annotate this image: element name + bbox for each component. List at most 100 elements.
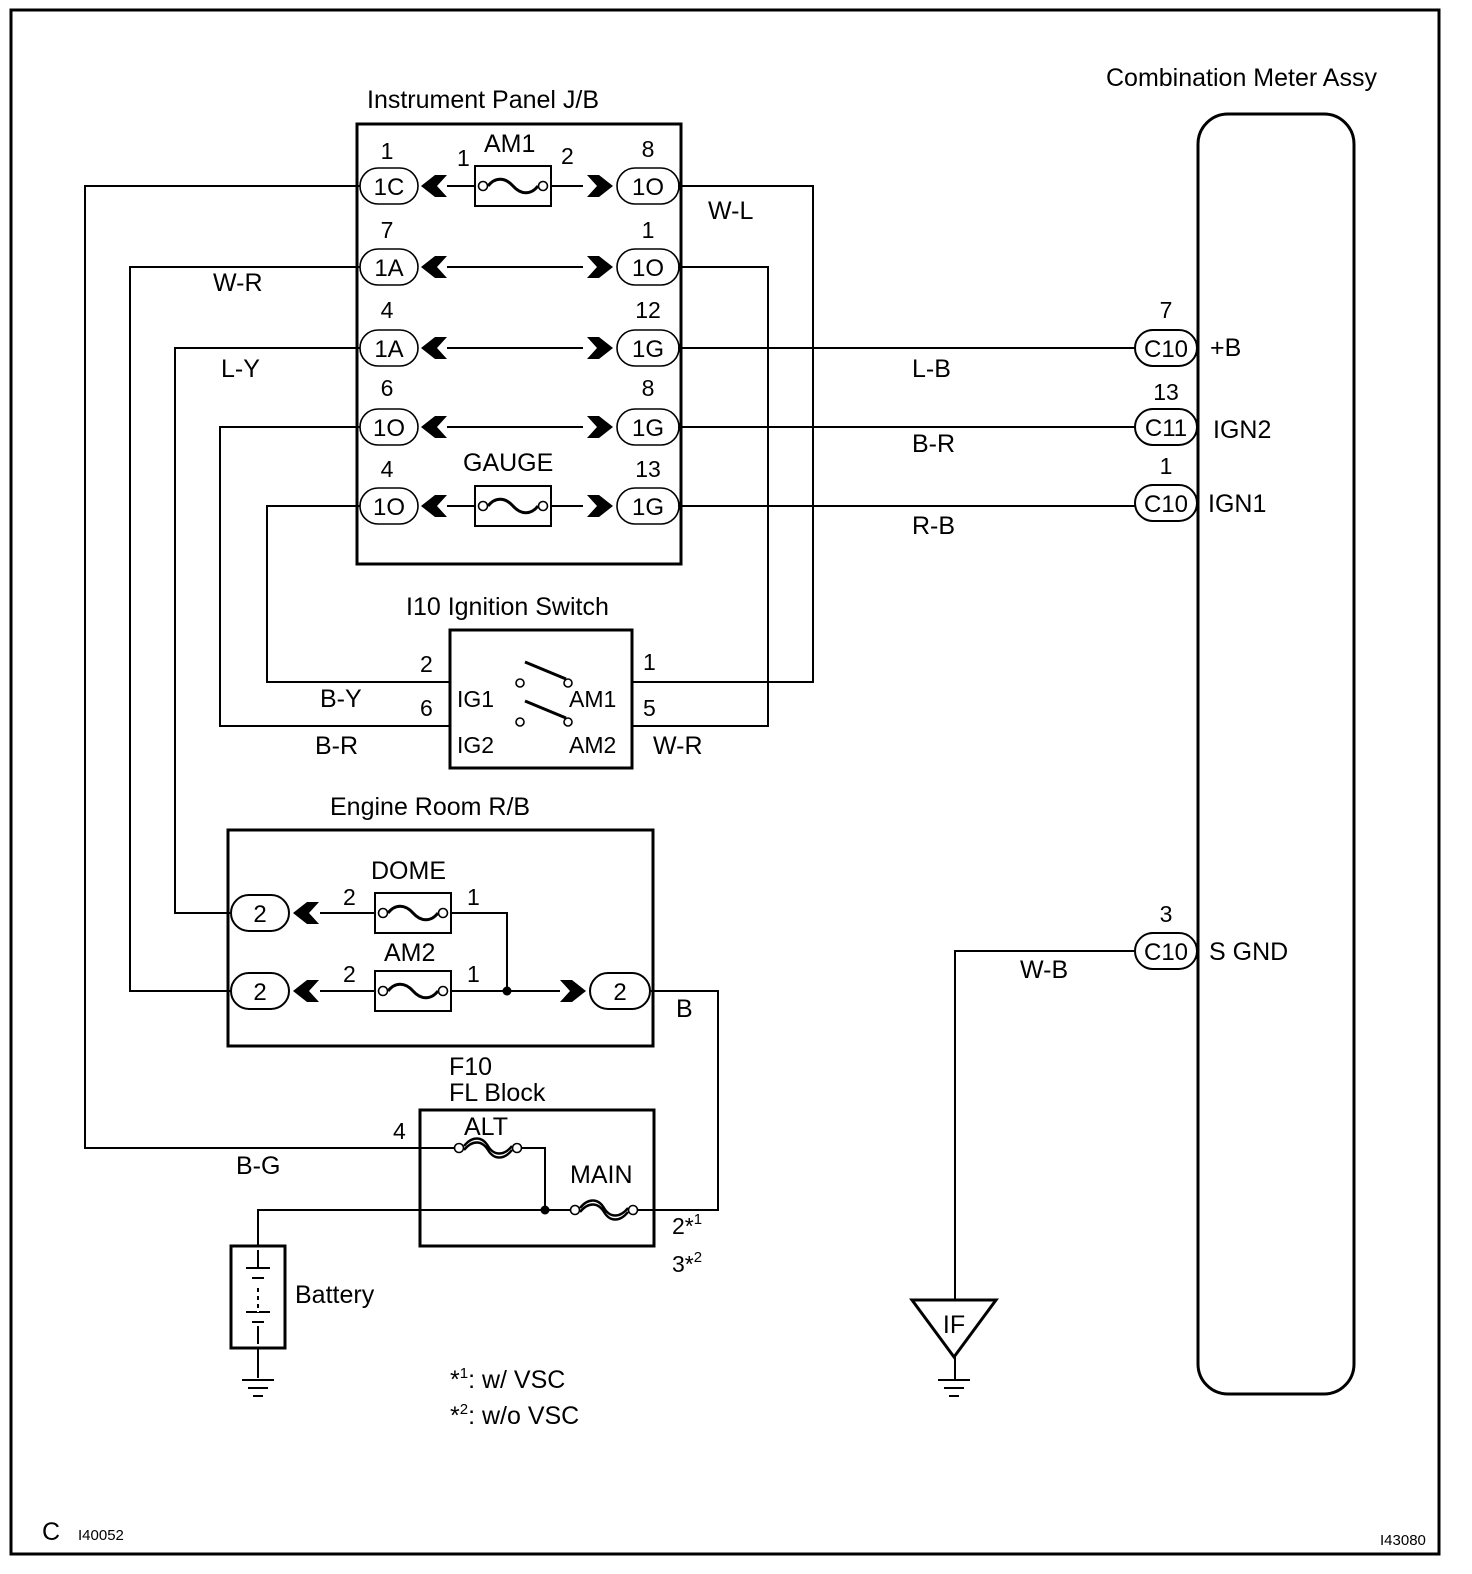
jb-left-pin-1: 1 [381,138,394,164]
meter-title: Combination Meter Assy [1106,64,1377,92]
er-conn-1: 2 [253,901,266,928]
footer-letter: C [42,1518,60,1546]
wire-l-b: L-B [912,355,951,383]
ignition-switch: I10 Ignition Switch 2 6 1 5 IG1 IG2 AM1 … [406,593,656,770]
jb-left-connectors: 1C 1A 1A 1O 1O 1 7 4 6 4 [359,138,419,525]
fuse-main-icon [569,1199,639,1221]
fuse-main-label: MAIN [570,1161,633,1189]
if-ground-icon [938,1379,970,1397]
meter-conn-3: C10 [1144,491,1188,518]
jb-right-pin-2: 1 [642,217,655,243]
jb-right-pin-4: 8 [642,375,655,401]
meter-terminal: C10 3 S GND [1134,901,1288,970]
footnotes: *1: w/ VSC *2: w/o VSC [450,1365,579,1430]
fuse-am2-icon [373,969,453,1013]
wire-w-r-sw: W-R [653,732,703,760]
meter-term-name-1: +B [1210,334,1241,362]
fuse-alt-icon [453,1137,523,1159]
fuse-dome-icon [373,891,453,935]
combination-meter: Combination Meter Assy C10 7 +B C11 13 I… [1106,64,1377,1396]
wire-color-labels: W-L W-R L-Y L-B B-R R-B B-Y B-R W-R B B-… [213,197,1068,1180]
note-2: *2: w/o VSC [450,1401,579,1430]
dome-pin-out: 1 [467,884,480,910]
sw-term-ig1: IG1 [457,686,494,712]
engine-room-rb: Engine Room R/B 2 2 2 DOME AM2 2 1 2 1 [226,793,655,1048]
fl-block-name: FL Block [449,1079,546,1107]
fuse-gauge-icon [473,484,553,528]
wire-w-l: W-L [708,197,753,225]
wire-w-r-top: W-R [213,269,263,297]
fuse-alt-label: ALT [464,1113,508,1141]
wire-r-b: R-B [912,512,955,540]
fuse-am1-label: AM1 [484,130,535,158]
sw-term-am2: AM2 [569,732,616,758]
wire-l-y: L-Y [221,355,260,383]
sw-term-am1: AM1 [569,686,616,712]
fuse-am2-label: AM2 [384,939,435,967]
jb-right-connectors: 1O 1O 1G 1G 1G 8 1 12 8 13 [616,136,680,525]
ground-point-if: IF [909,1298,999,1397]
ground-point-label: IF [943,1311,965,1339]
jb-right-conn-1: 1O [632,174,664,201]
jb-left-conn-3: 1A [374,336,403,363]
footer: C I40052 I43080 [42,1518,1426,1549]
jb-right-pin-5: 13 [635,456,661,482]
wires [84,185,1135,1380]
jb-right-pin-1: 8 [642,136,655,162]
er-conn-2: 2 [253,979,266,1006]
fuse-am1-icon [473,164,553,208]
footer-code-right: I43080 [1380,1532,1426,1549]
meter-conn-4: C10 [1144,939,1188,966]
meter-terminal: C11 13 IGN2 [1134,379,1271,446]
alt-pin: 4 [393,1118,406,1144]
meter-terminal: C10 1 IGN1 [1134,453,1266,522]
sw-pin-5: 5 [643,695,656,721]
fl-block-code: F10 [449,1053,492,1081]
meter-conn-1: C10 [1144,336,1188,363]
meter-term-name-4: S GND [1209,938,1288,966]
engine-room-rb-title: Engine Room R/B [330,793,530,821]
jb-right-pin-3: 12 [635,297,661,323]
jb-right-conn-3: 1G [632,336,664,363]
meter-term-name-2: IGN2 [1213,416,1271,444]
sw-pin-1: 1 [643,649,656,675]
jb-right-conn-5: 1G [632,494,664,521]
fl-block: F10 FL Block ALT MAIN 4 2*1 3*2 [393,1053,702,1277]
main-pin-a: 2*1 [672,1211,702,1239]
footer-code-left: I40052 [78,1527,124,1544]
dome-pin-in: 2 [343,884,356,910]
jb-left-pin-4: 6 [381,375,394,401]
battery-ground-icon [242,1379,274,1397]
diagram-frame [9,8,1441,1556]
jb-left-conn-1: 1C [374,174,405,201]
sw-pin-6: 6 [420,695,433,721]
fuse-dome-label: DOME [371,857,446,885]
meter-pin-1: 7 [1160,297,1173,323]
meter-pin-2: 13 [1153,379,1179,405]
note-1: *1: w/ VSC [450,1365,565,1394]
instrument-panel-jb: Instrument Panel J/B AM1 1 2 GAUGE 1C 1A [355,86,683,566]
ground-triangle-icon [909,1298,999,1360]
wire-b-r-left: B-R [315,732,358,760]
am1-pin-in: 1 [457,145,470,171]
sw-pin-2: 2 [420,651,433,677]
meter-terminal: C10 7 +B [1134,297,1241,367]
jb-right-conn-4: 1G [632,415,664,442]
battery: Battery [229,1244,375,1397]
wire-b: B [676,995,693,1023]
wire-b-r-right: B-R [912,430,955,458]
meter-pin-3: 1 [1160,453,1173,479]
main-pin-b: 3*2 [672,1249,702,1277]
meter-pin-4: 3 [1160,901,1173,927]
fuse-gauge-label: GAUGE [463,449,553,477]
jb-left-pin-5: 4 [381,456,394,482]
wire-w-b: W-B [1020,956,1068,984]
jb-left-conn-4: 1O [373,415,405,442]
jb-right-conn-2: 1O [632,255,664,282]
ignition-switch-title: I10 Ignition Switch [406,593,609,621]
jb-left-conn-5: 1O [373,494,405,521]
jb-left-pin-3: 4 [381,297,394,323]
jb-left-conn-2: 1A [374,255,403,282]
wire-b-g: B-G [236,1152,280,1180]
